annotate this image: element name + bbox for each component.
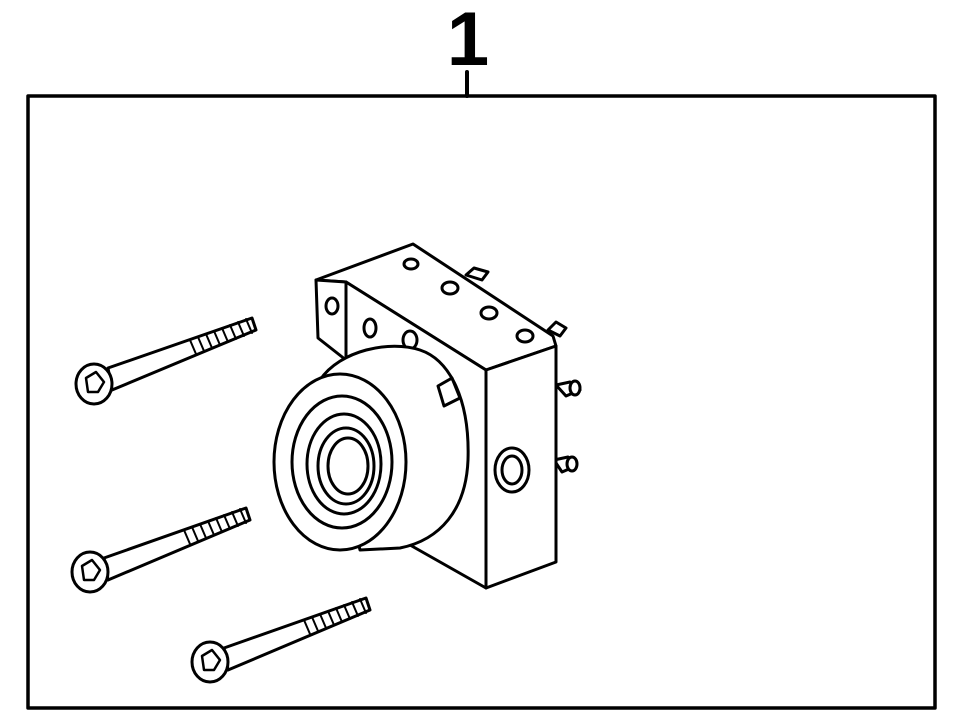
callout-number: 1: [446, 0, 490, 82]
stud-right-upper: [554, 379, 582, 398]
block-left-face: [314, 278, 348, 362]
top-port: [479, 305, 499, 321]
side-port: [362, 317, 378, 339]
bolt-thread: [303, 598, 367, 635]
abs-hydraulic-unit: [272, 242, 582, 590]
stud-top-rear: [464, 266, 490, 282]
mounting-bolt-1: [74, 316, 258, 406]
top-port: [515, 328, 535, 344]
side-port: [324, 296, 340, 316]
connector-tab: [436, 376, 462, 408]
motor-face-center: [326, 436, 370, 496]
right-port-inner: [500, 454, 524, 486]
top-port: [402, 257, 420, 271]
bolt-thread: [183, 508, 247, 545]
top-port: [440, 280, 460, 296]
part-frame: [26, 94, 937, 710]
mounting-bolt-3: [190, 596, 372, 684]
stud-top-right: [546, 320, 568, 338]
bolt-thread: [189, 318, 253, 355]
mounting-bolt-2: [70, 506, 252, 594]
stud-right-lower: [552, 455, 579, 474]
